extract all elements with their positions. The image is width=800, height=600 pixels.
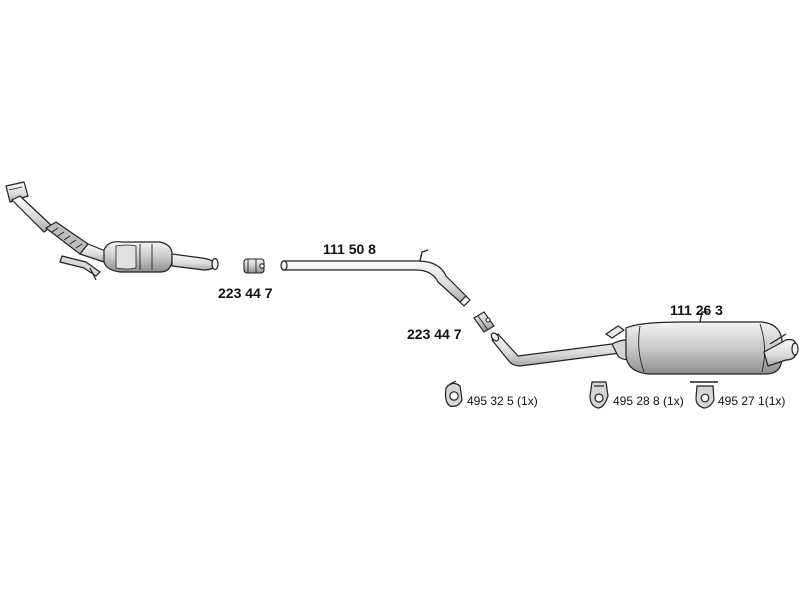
- catalytic-converter-assembly: [5, 181, 219, 281]
- clamp-front-icon: [243, 258, 265, 274]
- mount-icon-1: [444, 380, 463, 407]
- center-pipe-label: 111 50 8: [323, 241, 376, 257]
- clamp-rear-icon: [473, 311, 495, 333]
- manifold-flange: [5, 181, 29, 203]
- clamp-rear-label: 223 44 7: [407, 326, 462, 342]
- center-pipe: [280, 249, 471, 307]
- lambda-sensor-bracket: [59, 255, 101, 277]
- rear-silencer-assembly: [490, 311, 799, 375]
- rear-silencer-body: [625, 321, 783, 375]
- clamp-front-label: 223 44 7: [218, 285, 273, 301]
- mount-icon-3: [690, 381, 718, 409]
- converter-outlet-pipe: [171, 253, 217, 271]
- center-pipe-hanger: [419, 249, 429, 262]
- mount-label-3: 495 27 1(1x): [718, 394, 786, 408]
- mount-label-1: 495 32 5 (1x): [467, 394, 538, 408]
- mount-icon-2: [589, 381, 609, 409]
- mount-label-2: 495 28 8 (1x): [613, 394, 684, 408]
- front-downpipe: [11, 195, 53, 233]
- rear-silencer-label: 111 26 3: [670, 302, 723, 318]
- silencer-hanger-left: [605, 325, 625, 339]
- catalytic-converter-body: [103, 241, 173, 273]
- rear-inlet-pipe: [491, 333, 629, 367]
